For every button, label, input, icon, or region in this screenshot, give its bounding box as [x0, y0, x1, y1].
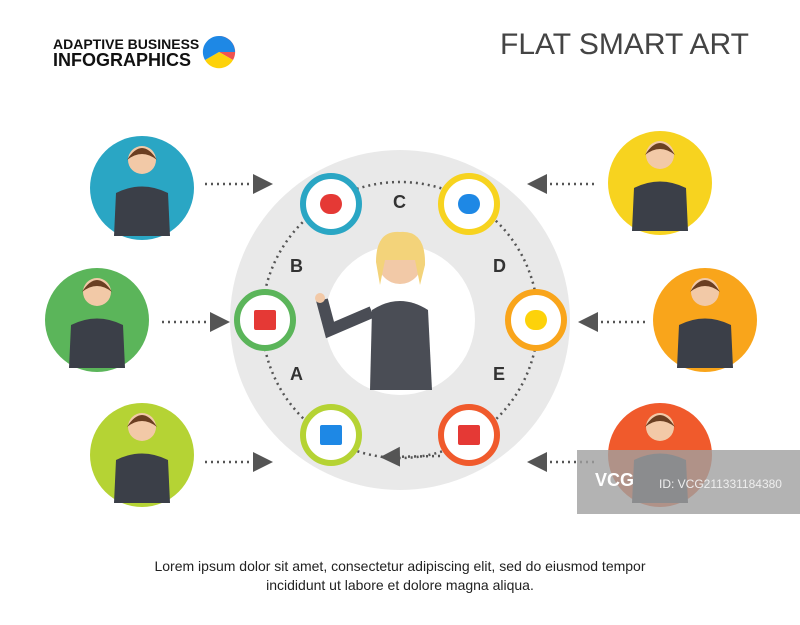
- envelope-icon: [438, 404, 500, 466]
- logo-line1: ADAPTIVE BUSINESS: [53, 36, 200, 52]
- center-person: [315, 231, 432, 390]
- label-d: D: [493, 256, 506, 276]
- caption-line1: Lorem ipsum dolor sit amet, consectetur …: [154, 558, 646, 574]
- caption-line2: incididunt ut labore et dolore magna ali…: [266, 577, 534, 593]
- person-avatar: [653, 268, 757, 372]
- label-c: C: [393, 192, 406, 212]
- pie-logo-icon: [202, 35, 236, 69]
- watermark-id: ID: VCG211331184380: [659, 477, 782, 491]
- page-title: FLAT SMART ART: [500, 28, 749, 61]
- person-avatar: [45, 268, 149, 372]
- watermark-brand: VCG: [595, 470, 635, 490]
- alarm-clock-icon: [300, 173, 362, 235]
- calendar-icon: [300, 404, 362, 466]
- logo-line2: INFOGRAPHICS: [53, 50, 192, 70]
- person-avatar: [90, 136, 194, 240]
- phone-icon: [234, 289, 296, 351]
- watermark: VCG ID: VCG211331184380: [577, 450, 800, 514]
- arrows: [162, 174, 645, 472]
- magnifier-icon: [438, 173, 500, 235]
- label-b: B: [290, 256, 303, 276]
- person-avatar: [608, 131, 712, 235]
- label-a: A: [290, 364, 303, 384]
- label-e: E: [493, 364, 506, 384]
- caption: Lorem ipsum dolor sit amet, consectetur …: [100, 557, 700, 595]
- lightbulb-icon: [505, 289, 567, 351]
- person-avatar: [90, 403, 194, 507]
